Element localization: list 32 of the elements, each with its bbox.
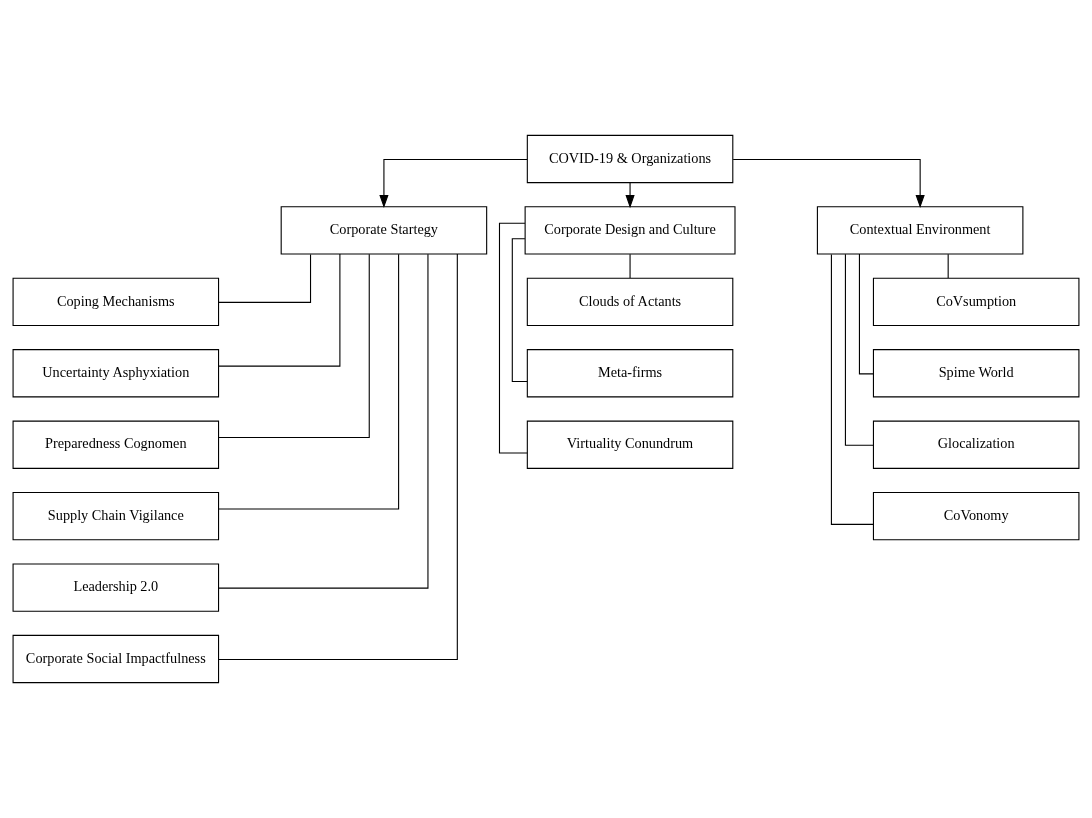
connector [218, 253, 429, 589]
node-box: Corporate Startegy [280, 206, 488, 255]
arrow [379, 159, 528, 209]
node-box: Meta-firms [526, 349, 734, 398]
node-box: Clouds of Actants [526, 277, 734, 327]
node-box: Leadership 2.0 [12, 563, 220, 612]
node-box: COVID-19 & Organizations [526, 134, 734, 184]
node-box: Coping Mechanisms [12, 277, 220, 327]
node-box: Corporate Design and Culture [524, 206, 736, 255]
connector [218, 253, 400, 510]
node-box: Uncertainty Asphyxiation [12, 349, 220, 398]
connector [218, 253, 312, 303]
connector [218, 253, 458, 661]
node-box: Preparedness Cognomen [12, 420, 220, 469]
node-box: Spime World [872, 349, 1080, 398]
node-box: CoVonomy [872, 491, 1080, 541]
node-box: Contextual Environment [816, 206, 1024, 255]
node-box: CoVsumption [872, 277, 1080, 327]
connector [830, 253, 874, 525]
connector [947, 253, 949, 279]
node-box: Glocalization [872, 420, 1080, 469]
connector [844, 253, 874, 446]
connector [218, 253, 370, 439]
node-box: Virtuality Conundrum [526, 420, 734, 469]
connector [629, 253, 631, 279]
connector [511, 238, 528, 383]
node-box: Supply Chain Vigilance [12, 491, 220, 541]
connector [218, 253, 341, 367]
arrow [732, 159, 925, 209]
connector [498, 222, 528, 454]
node-box: Corporate Social Impactfulness [12, 634, 220, 684]
arrow [625, 182, 635, 209]
